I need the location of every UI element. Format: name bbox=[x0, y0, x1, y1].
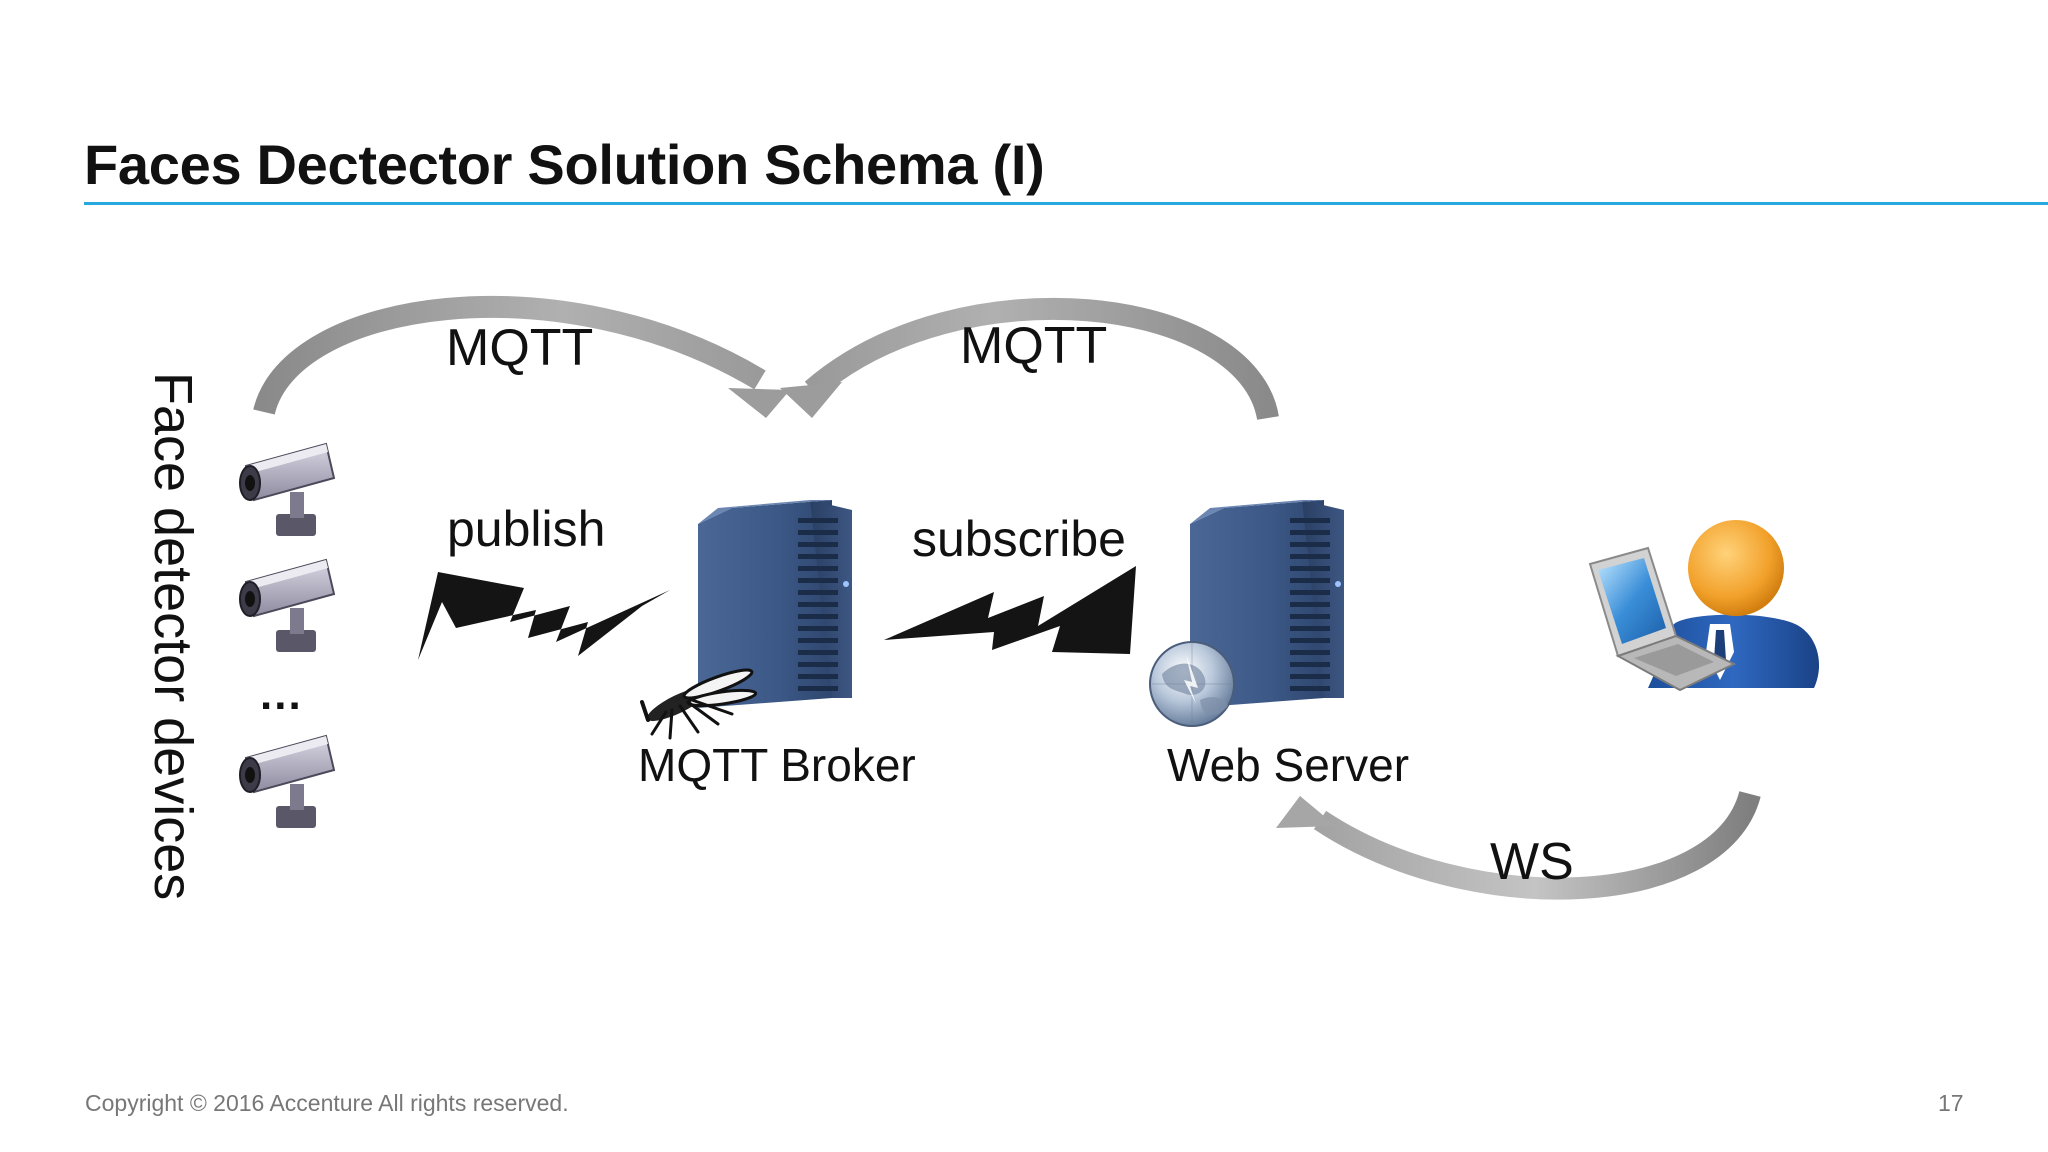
user-with-laptop-icon bbox=[1588, 520, 1820, 692]
footer-copyright: Copyright © 2016 Accenture All rights re… bbox=[85, 1090, 569, 1116]
mqtt-arrow-left-arc bbox=[253, 296, 766, 416]
mosquito-icon bbox=[640, 668, 758, 740]
mqtt-arrow-right-head bbox=[780, 382, 842, 418]
security-camera-icon bbox=[239, 559, 335, 653]
security-camera-icon bbox=[239, 735, 335, 829]
ws-arrow-label: WS bbox=[1490, 833, 1574, 891]
devices-ellipsis: ... bbox=[260, 670, 303, 719]
title-underline bbox=[84, 202, 2048, 205]
devices-group-label: Face detector devices bbox=[143, 372, 203, 901]
publish-label: publish bbox=[447, 501, 606, 557]
globe-icon bbox=[1149, 641, 1235, 727]
mqtt-broker-label: MQTT Broker bbox=[638, 739, 916, 791]
security-camera-icon bbox=[239, 443, 335, 537]
mqtt-arrow-left-head bbox=[728, 388, 790, 418]
lightning-bolt-icon bbox=[884, 566, 1136, 654]
subscribe-label: subscribe bbox=[912, 511, 1126, 567]
slide-title: Faces Dectector Solution Schema (I) bbox=[84, 133, 1045, 196]
server-tower-icon bbox=[1190, 500, 1344, 708]
mqtt-arrow-right-arc bbox=[804, 297, 1279, 421]
page-number: 17 bbox=[1938, 1090, 1964, 1116]
server-tower-icon bbox=[698, 500, 852, 708]
lightning-bolt-icon bbox=[418, 572, 670, 660]
ws-arrow-arc bbox=[1313, 790, 1761, 900]
mqtt-arrow-left-label: MQTT bbox=[446, 319, 594, 377]
web-server-label: Web Server bbox=[1167, 739, 1410, 791]
mqtt-arrow-right-label: MQTT bbox=[960, 317, 1108, 375]
ws-arrow-head bbox=[1276, 796, 1336, 828]
